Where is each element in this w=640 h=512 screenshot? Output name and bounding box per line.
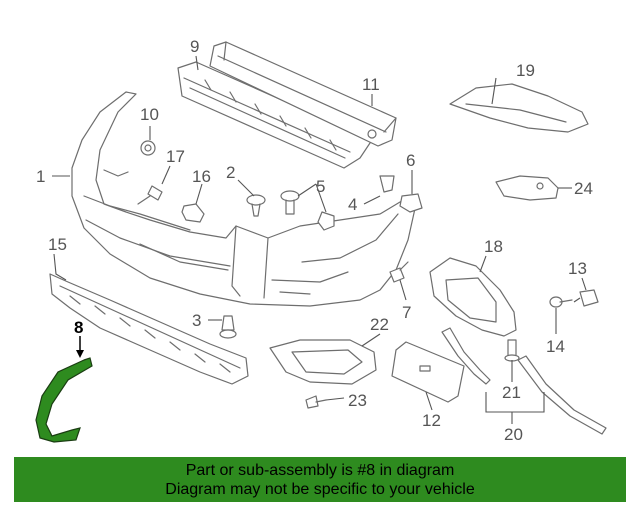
callout-18: 18 bbox=[484, 237, 503, 256]
callout-2: 2 bbox=[226, 163, 235, 182]
part-21-clip bbox=[504, 339, 520, 362]
callout-7: 7 bbox=[402, 303, 411, 322]
part-10-nut bbox=[140, 140, 156, 156]
callout-17: 17 bbox=[166, 147, 185, 166]
part-3-pin bbox=[219, 315, 237, 339]
callout-16: 16 bbox=[192, 167, 211, 186]
part-14-bolt bbox=[549, 296, 573, 308]
part-18-fog-lamp-bracket bbox=[429, 257, 517, 337]
part-8-molding bbox=[35, 357, 93, 443]
part-12-license-bracket bbox=[391, 341, 465, 403]
part-4-clip bbox=[379, 175, 395, 193]
part-20-molding bbox=[441, 327, 607, 435]
part-23-screw bbox=[305, 395, 327, 409]
callout-23: 23 bbox=[348, 391, 367, 410]
part-11-bumper-reinforcement bbox=[209, 41, 397, 147]
callout-3: 3 bbox=[192, 311, 201, 330]
callout-1: 1 bbox=[36, 167, 45, 186]
part-19-splash-shield bbox=[449, 83, 589, 133]
callout-22: 22 bbox=[370, 315, 389, 334]
callout-20: 20 bbox=[504, 425, 523, 444]
part-2-retainer bbox=[246, 194, 266, 217]
callout-4: 4 bbox=[348, 195, 357, 214]
parts-diagram: 1 2 3 4 5 6 7 8 9 10 11 12 13 14 15 16 1… bbox=[35, 37, 607, 444]
callout-15: 15 bbox=[48, 235, 67, 254]
callout-21: 21 bbox=[502, 383, 521, 402]
callout-19: 19 bbox=[516, 61, 535, 80]
callout-24: 24 bbox=[574, 179, 593, 198]
leader-line-8 bbox=[76, 336, 84, 358]
info-banner: Part or sub-assembly is #8 in diagram Di… bbox=[14, 457, 626, 502]
callout-9: 9 bbox=[190, 37, 199, 56]
part-16-clip bbox=[181, 203, 205, 223]
callout-6: 6 bbox=[406, 151, 415, 170]
callout-13: 13 bbox=[568, 259, 587, 278]
callout-8: 8 bbox=[74, 318, 83, 337]
leader-lines bbox=[52, 55, 587, 424]
banner-line-1: Part or sub-assembly is #8 in diagram bbox=[185, 462, 455, 479]
part-24-bracket bbox=[495, 175, 559, 201]
part-7-bolt bbox=[389, 261, 409, 283]
part-9-energy-absorber bbox=[177, 61, 373, 169]
part-13-nut bbox=[579, 289, 599, 307]
part-15-lower-absorber bbox=[49, 273, 249, 385]
part-22-fog-cover bbox=[269, 339, 377, 385]
callout-12: 12 bbox=[422, 411, 441, 430]
part-5-retainer bbox=[280, 190, 335, 231]
callout-11: 11 bbox=[362, 75, 380, 94]
callout-5: 5 bbox=[316, 177, 325, 196]
callout-14: 14 bbox=[546, 337, 565, 356]
part-6-bracket bbox=[399, 193, 423, 213]
banner-line-2: Diagram may not be specific to your vehi… bbox=[165, 481, 475, 498]
part-17-screw bbox=[137, 185, 163, 205]
callout-10: 10 bbox=[140, 105, 159, 124]
